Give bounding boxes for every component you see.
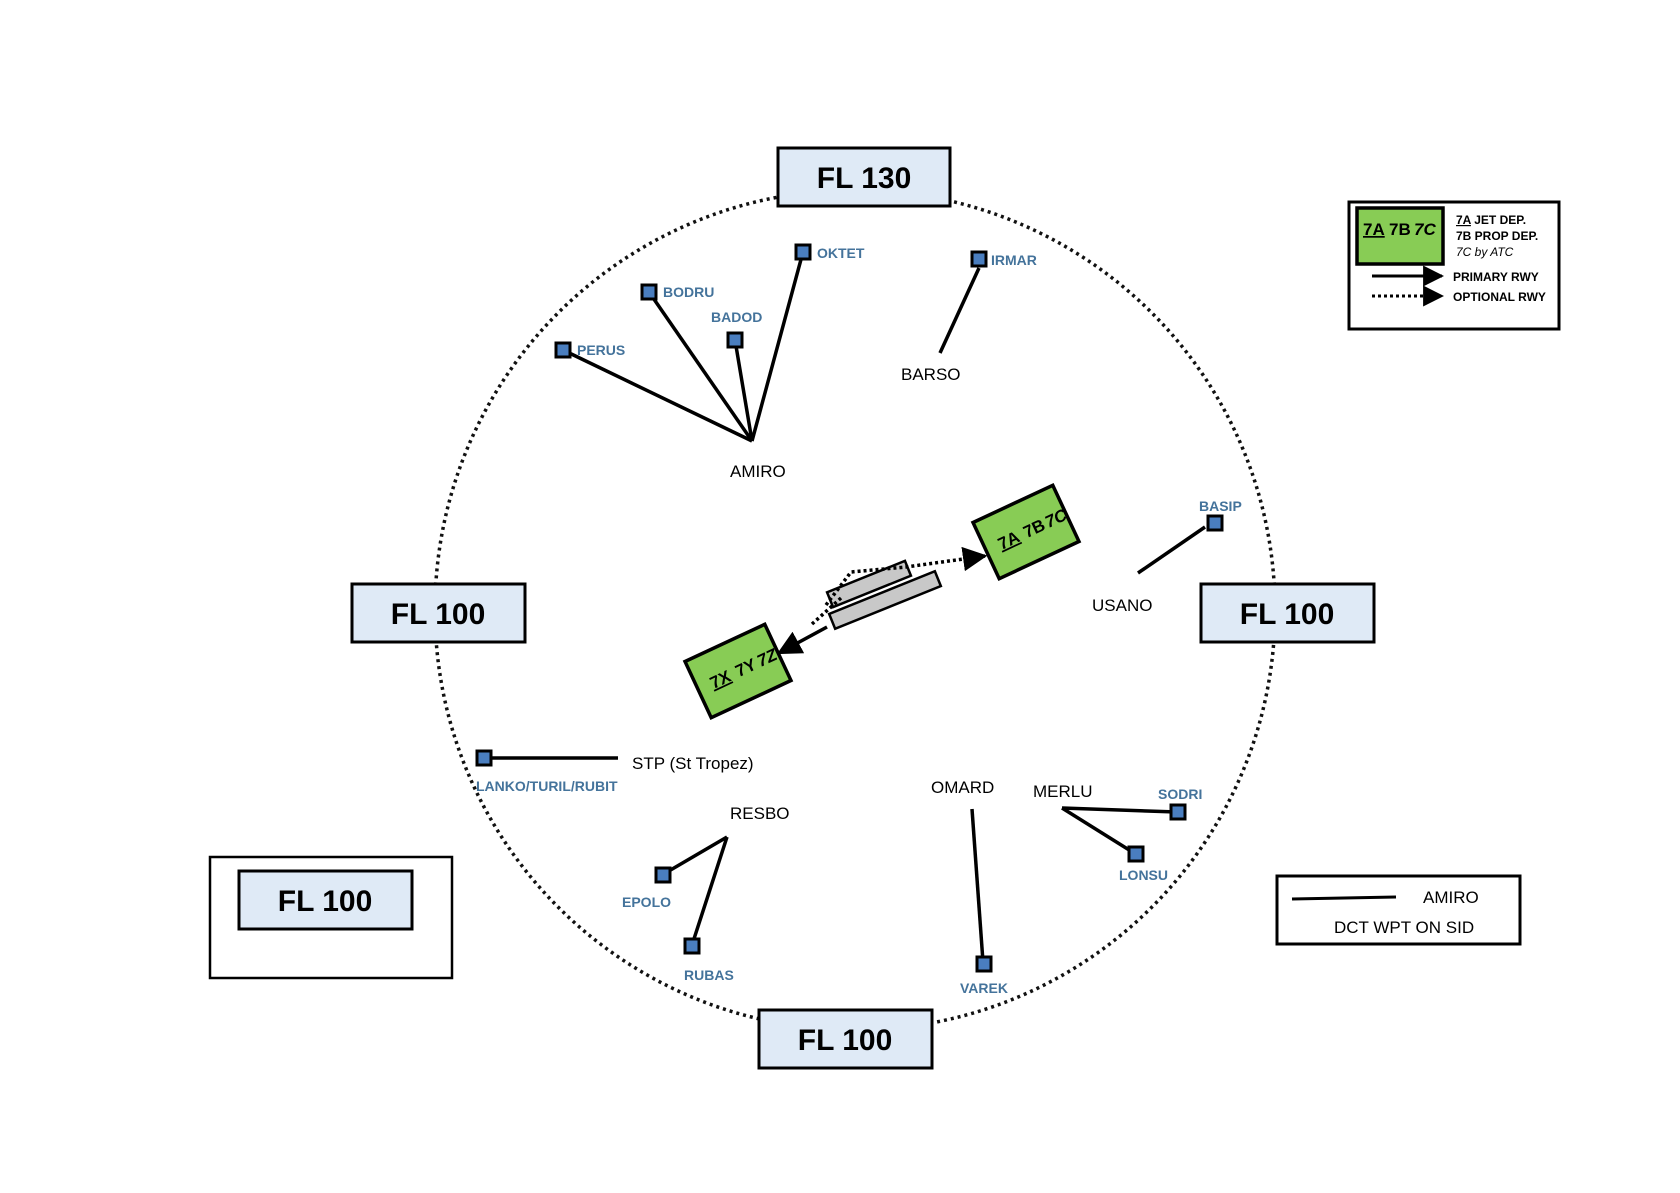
fix-label-varek: VAREK xyxy=(960,980,1008,996)
waypoint-barso: BARSO xyxy=(901,365,961,384)
legend-box-a: 7A xyxy=(1363,220,1385,239)
runways xyxy=(825,559,943,631)
waypoint-stp: STP (St Tropez) xyxy=(632,754,754,773)
legend-optional-label: OPTIONAL RWY xyxy=(1453,290,1546,304)
fix-label-irmar: IRMAR xyxy=(991,252,1037,268)
fl-box-west: FL 100 xyxy=(350,582,527,644)
route-resbo-rubas xyxy=(690,836,729,946)
fix-lanko-icon xyxy=(475,749,493,767)
fix-label-basip: BASIP xyxy=(1199,498,1242,514)
legend-primary-label: PRIMARY RWY xyxy=(1453,270,1539,284)
legend-line1-code: 7A xyxy=(1456,213,1472,227)
waypoint-merlu: MERLU xyxy=(1033,782,1093,801)
legend-box-b: 7B xyxy=(1389,220,1411,239)
route-amiro-badod xyxy=(733,339,754,442)
route-amiro-perus xyxy=(562,348,753,443)
waypoint-amiro: AMIRO xyxy=(730,462,786,481)
fix-label-lanko: LANKO/TURIL/RUBIT xyxy=(476,778,618,794)
fix-badod-icon xyxy=(726,331,744,349)
fix-label-epolo: EPOLO xyxy=(622,894,671,910)
legend-box-c: 7C xyxy=(1414,220,1436,239)
fix-label-rubas: RUBAS xyxy=(684,967,734,983)
waypoint-labels: AMIRO BARSO USANO STP (St Tropez) RESBO … xyxy=(632,365,1152,823)
legend-dct-line xyxy=(1291,895,1397,901)
fix-lonsu-icon xyxy=(1127,845,1145,863)
fix-rubas-icon xyxy=(683,937,701,955)
legend-line3: 7C by ATC xyxy=(1456,245,1514,259)
fix-markers xyxy=(475,243,1224,973)
fix-label-bodru: BODRU xyxy=(663,284,714,300)
route-amiro-oktet xyxy=(750,251,805,442)
fix-oktet-icon xyxy=(794,243,812,261)
waypoint-usano: USANO xyxy=(1092,596,1152,615)
legend-dct-waypoint: AMIRO xyxy=(1423,888,1479,907)
route-usano-basip xyxy=(1137,525,1206,575)
fix-label-badod: BADOD xyxy=(711,309,762,325)
fix-labels: OKTET BODRU BADOD PERUS IRMAR BASIP LANK… xyxy=(476,245,1242,996)
fix-label-sodri: SODRI xyxy=(1158,786,1202,802)
fix-basip-icon xyxy=(1206,514,1224,532)
fl-label-north: FL 130 xyxy=(817,162,912,195)
fl-label-west: FL 100 xyxy=(391,598,486,631)
fl-box-east: FL 100 xyxy=(1199,582,1376,644)
runway-south xyxy=(827,569,943,631)
route-resbo-epolo xyxy=(661,835,728,877)
runway-group-east: 7A 7B 7C xyxy=(970,482,1082,582)
fix-irmar-icon xyxy=(970,250,988,268)
fix-label-lonsu: LONSU xyxy=(1119,867,1168,883)
legend-line2: 7B PROP DEP. xyxy=(1456,229,1538,243)
legend-fl-label: FL 100 xyxy=(278,885,373,918)
legend-dct: AMIRO DCT WPT ON SID xyxy=(1275,874,1522,946)
legend-line1: 7A JET DEP. xyxy=(1456,213,1526,227)
fix-perus-icon xyxy=(554,341,572,359)
runway-group-west: 7X 7Y 7Z xyxy=(682,621,794,721)
fix-label-perus: PERUS xyxy=(577,342,625,358)
legend-runway-codes: 7A 7B 7C 7A JET DEP. 7B PROP DEP. 7C by … xyxy=(1347,200,1561,331)
fl-label-south: FL 100 xyxy=(798,1024,893,1057)
waypoint-omard: OMARD xyxy=(931,778,994,797)
fix-sodri-icon xyxy=(1169,803,1187,821)
optional-rwy-segment-west xyxy=(810,596,843,626)
route-barso-irmar xyxy=(938,267,981,354)
optional-rwy-arrow-east xyxy=(824,546,988,607)
fix-label-oktet: OKTET xyxy=(817,245,865,261)
legend-dct-caption: DCT WPT ON SID xyxy=(1334,918,1474,937)
fix-epolo-icon xyxy=(654,866,672,884)
route-amiro-bodru xyxy=(647,291,754,442)
fl-box-south: FL 100 xyxy=(757,1008,934,1070)
waypoint-resbo: RESBO xyxy=(730,804,790,823)
primary-rwy-arrow-west xyxy=(776,625,828,655)
fl-box-north: FL 130 xyxy=(776,146,952,208)
route-lines xyxy=(484,251,1206,963)
route-merlu-sodri xyxy=(1061,806,1178,814)
route-merlu-lonsu xyxy=(1061,806,1135,855)
fl-label-east: FL 100 xyxy=(1240,598,1335,631)
legend-line1-text: JET DEP. xyxy=(1471,213,1526,227)
route-omard-varek xyxy=(970,808,985,963)
fix-varek-icon xyxy=(975,955,993,973)
fix-bodru-icon xyxy=(640,283,658,301)
legend-fl-box: FL 100 xyxy=(208,855,454,980)
